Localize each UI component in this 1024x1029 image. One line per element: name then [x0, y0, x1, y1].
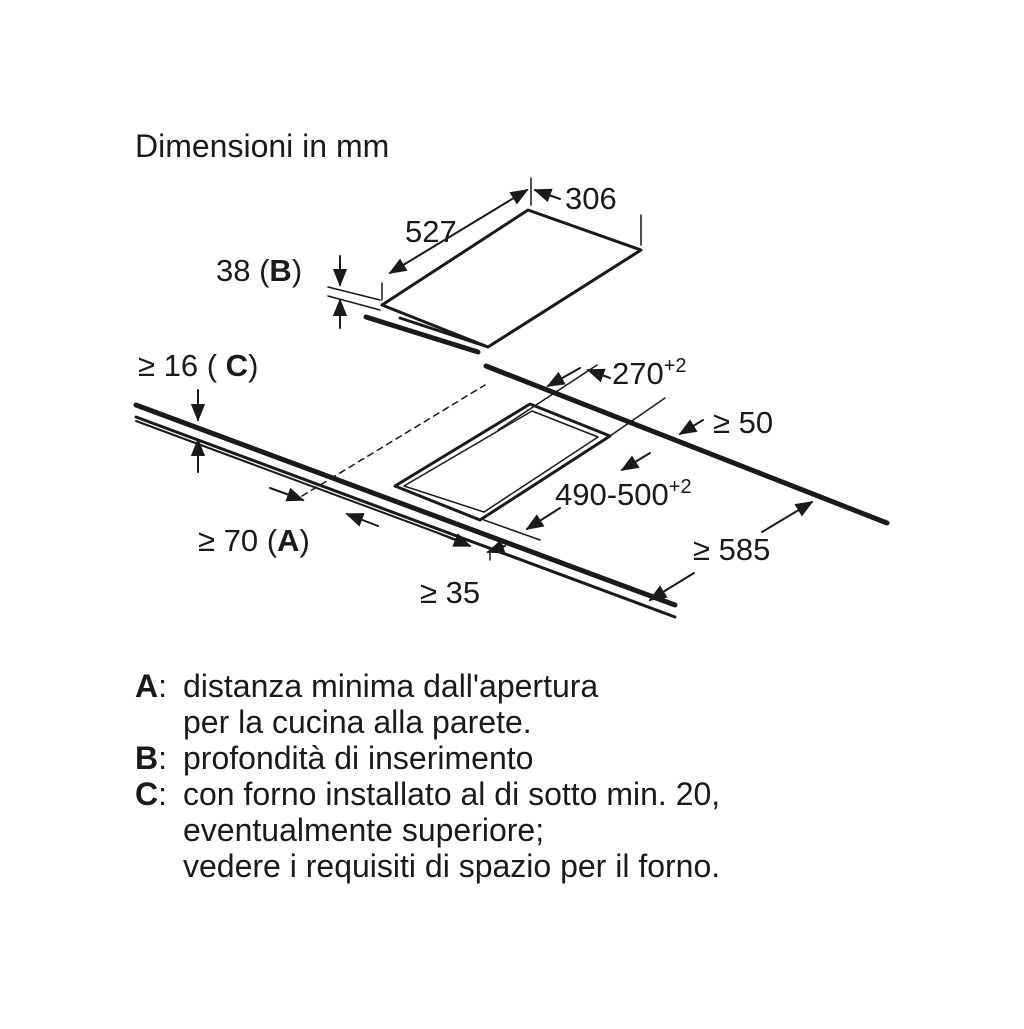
legend-text-c-1: con forno installato al di sotto min. 20… — [183, 776, 721, 812]
dim-306-line — [533, 188, 561, 203]
legend-key-a: A — [135, 668, 159, 704]
dim-270-ext-2 — [609, 397, 666, 437]
dim-270-arrow-right — [586, 368, 611, 383]
legend-text-a-1: distanza minima dall'apertura — [183, 668, 599, 704]
cutout-inner — [403, 410, 599, 513]
legend-key-c: C — [135, 776, 159, 812]
dim-50-arrow — [678, 419, 704, 435]
dim-527-line — [388, 189, 529, 274]
wall-dashed-line — [301, 384, 486, 497]
dim-70-arrow-right — [345, 513, 379, 527]
dim-35-arrow-left — [439, 533, 472, 547]
worktop-front-lower — [134, 415, 677, 619]
legend-text-a-2: per la cucina alla parete. — [183, 704, 532, 740]
dim-70-arrow-left — [269, 487, 305, 502]
dim-490-arrow-top — [620, 452, 651, 471]
worktop-back-edge — [483, 363, 890, 526]
dim-490-arrow-bot — [525, 507, 561, 530]
dim-270-ext — [497, 364, 598, 431]
dim-270-arrow-left — [546, 367, 581, 387]
label-490-500: 490-500+2 — [555, 476, 692, 512]
dim-490-ext — [483, 519, 541, 541]
legend-item-a: A: distanza minima dall'apertura per la … — [135, 668, 599, 740]
legend-key-b: B — [135, 740, 159, 776]
legend: A: distanza minima dall'apertura per la … — [135, 668, 720, 884]
dim-585-arrow-bot — [648, 572, 695, 601]
legend-text-c-3: vedere i requisiti di spazio per il forn… — [183, 848, 721, 884]
label-16-c: ≥ 16 ( C) — [138, 348, 258, 383]
label-585: ≥ 585 — [693, 532, 770, 567]
diagram-title: Dimensioni in mm — [135, 128, 390, 164]
legend-text-b-1: profondità di inserimento — [183, 740, 534, 776]
legend-text-c-2: eventualmente superiore; — [183, 812, 545, 848]
hob-panel-edge-line — [363, 314, 481, 355]
dim-35-arrow-right — [486, 539, 506, 554]
worktop-front-upper — [133, 402, 678, 608]
label-35: ≥ 35 — [420, 575, 480, 610]
dim-38-ext-top — [327, 286, 381, 301]
label-306: 306 — [565, 181, 617, 216]
dim-585-arrow-top — [761, 501, 814, 533]
hob-panel-underside — [398, 316, 490, 349]
legend-item-c: C: con forno installato al di sotto min.… — [135, 776, 721, 884]
legend-item-b: B: profondità di inserimento — [135, 740, 534, 776]
label-70-a: ≥ 70 (A) — [198, 523, 310, 558]
label-270: 270+2 — [612, 355, 687, 391]
label-38-b: 38 (B) — [216, 253, 302, 288]
label-50: ≥ 50 — [713, 405, 773, 440]
label-527: 527 — [405, 214, 457, 249]
